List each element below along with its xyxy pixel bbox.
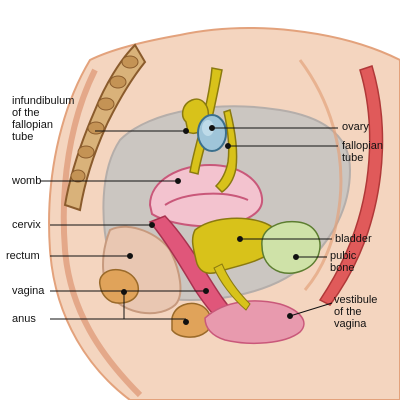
dot-vagina xyxy=(203,288,209,294)
bladder-shape xyxy=(191,217,281,274)
spine-vertebrae xyxy=(70,55,139,183)
dot-womb xyxy=(175,178,181,184)
pubic-bone-shape xyxy=(261,220,321,274)
leader-lines xyxy=(40,125,338,325)
back-contour xyxy=(60,68,143,398)
label-vagina: vagina xyxy=(12,285,45,297)
dot-fallopian xyxy=(225,143,231,149)
label-pubic-bone: pubic bone xyxy=(330,250,357,274)
sacrum-spine xyxy=(63,43,147,212)
label-cervix: cervix xyxy=(12,219,41,231)
label-anus: anus xyxy=(12,313,36,325)
label-womb: womb xyxy=(12,175,42,187)
dot-bladder xyxy=(237,236,243,242)
vestibule-shape xyxy=(204,300,305,345)
label-ovary: ovary xyxy=(342,121,369,133)
rectus-muscle xyxy=(318,65,384,306)
dot-pubic xyxy=(293,254,299,260)
ovary-highlight xyxy=(202,120,214,136)
leader-vestibule xyxy=(289,302,333,317)
dot-anus-2 xyxy=(183,319,189,325)
label-rectum: rectum xyxy=(6,250,40,262)
dot-rectum xyxy=(127,253,133,259)
label-bladder: bladder xyxy=(335,233,372,245)
label-infundibulum: infundibulum of the fallopian tube xyxy=(12,95,75,143)
dot-anus-1 xyxy=(121,289,127,295)
abdominal-wall xyxy=(298,59,343,291)
label-fallopian-tube: fallopian tube xyxy=(342,140,383,164)
womb-inner xyxy=(164,192,249,206)
dot-infundibulum xyxy=(183,128,189,134)
dot-ovary xyxy=(209,125,215,131)
dot-vestibule xyxy=(287,313,293,319)
label-vestibule: vestibule of the vagina xyxy=(334,294,378,330)
dot-cervix xyxy=(149,222,155,228)
urethra xyxy=(213,263,251,311)
anus-shape xyxy=(99,268,140,304)
